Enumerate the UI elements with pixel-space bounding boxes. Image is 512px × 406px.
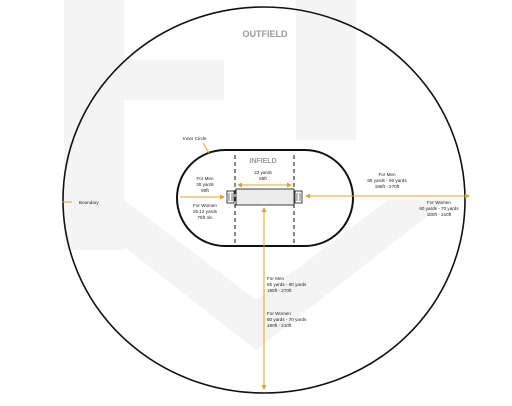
pitch-length-arrow — [237, 182, 292, 188]
inner-radius-men-title: For Men — [196, 176, 214, 181]
boundary-down-men-title: For Men — [267, 276, 285, 281]
inner-radius-women-feet: 75ft 4in — [197, 215, 213, 220]
outfield-boundary — [62, 6, 466, 394]
inner-circle-label: Inner Circle — [183, 136, 207, 141]
inner-radius-men-feet: 90ft — [201, 188, 209, 193]
boundary-right-arrow — [305, 193, 470, 199]
boundary-down-arrow — [261, 207, 267, 390]
boundary-right-women-yards: 60 yards - 70 yards — [419, 206, 459, 211]
pitch-length-feet: 66ft — [259, 176, 267, 181]
boundary-down-men-yards: 65 yards - 90 yards — [267, 282, 307, 287]
pitch-length-yards: 22 yards — [254, 170, 272, 175]
boundary-right-men-feet: 195ft - 270ft — [375, 184, 400, 189]
inner-radius-arrow — [180, 194, 225, 200]
boundary-right-men-yards: 65 yards - 90 yards — [367, 178, 407, 183]
inner-circle — [176, 149, 354, 247]
infield-label: INFIELD — [249, 158, 276, 165]
boundary-right-men-title: For Men — [378, 172, 396, 177]
pitch — [226, 155, 303, 244]
boundary-label: Boundary — [79, 200, 99, 205]
boundary-down-women-title: For Women — [267, 311, 291, 316]
boundary-down-men-feet: 195ft - 270ft — [267, 288, 292, 293]
inner-circle-pointer — [202, 142, 210, 154]
boundary-down-women-feet: 180ft - 210ft — [267, 323, 292, 328]
boundary-right-women-title: For Women — [427, 200, 451, 205]
boundary-down-women-yards: 60 yards - 70 yards — [267, 317, 307, 322]
inner-radius-women-title: For Women — [193, 203, 217, 208]
inner-radius-men-yards: 30 yards — [196, 182, 214, 187]
outfield-label: OUTFIELD — [243, 29, 288, 39]
inner-radius-women-yards: 25.12 yards — [193, 209, 218, 214]
boundary-right-women-feet: 180ft - 210ft — [427, 212, 452, 217]
